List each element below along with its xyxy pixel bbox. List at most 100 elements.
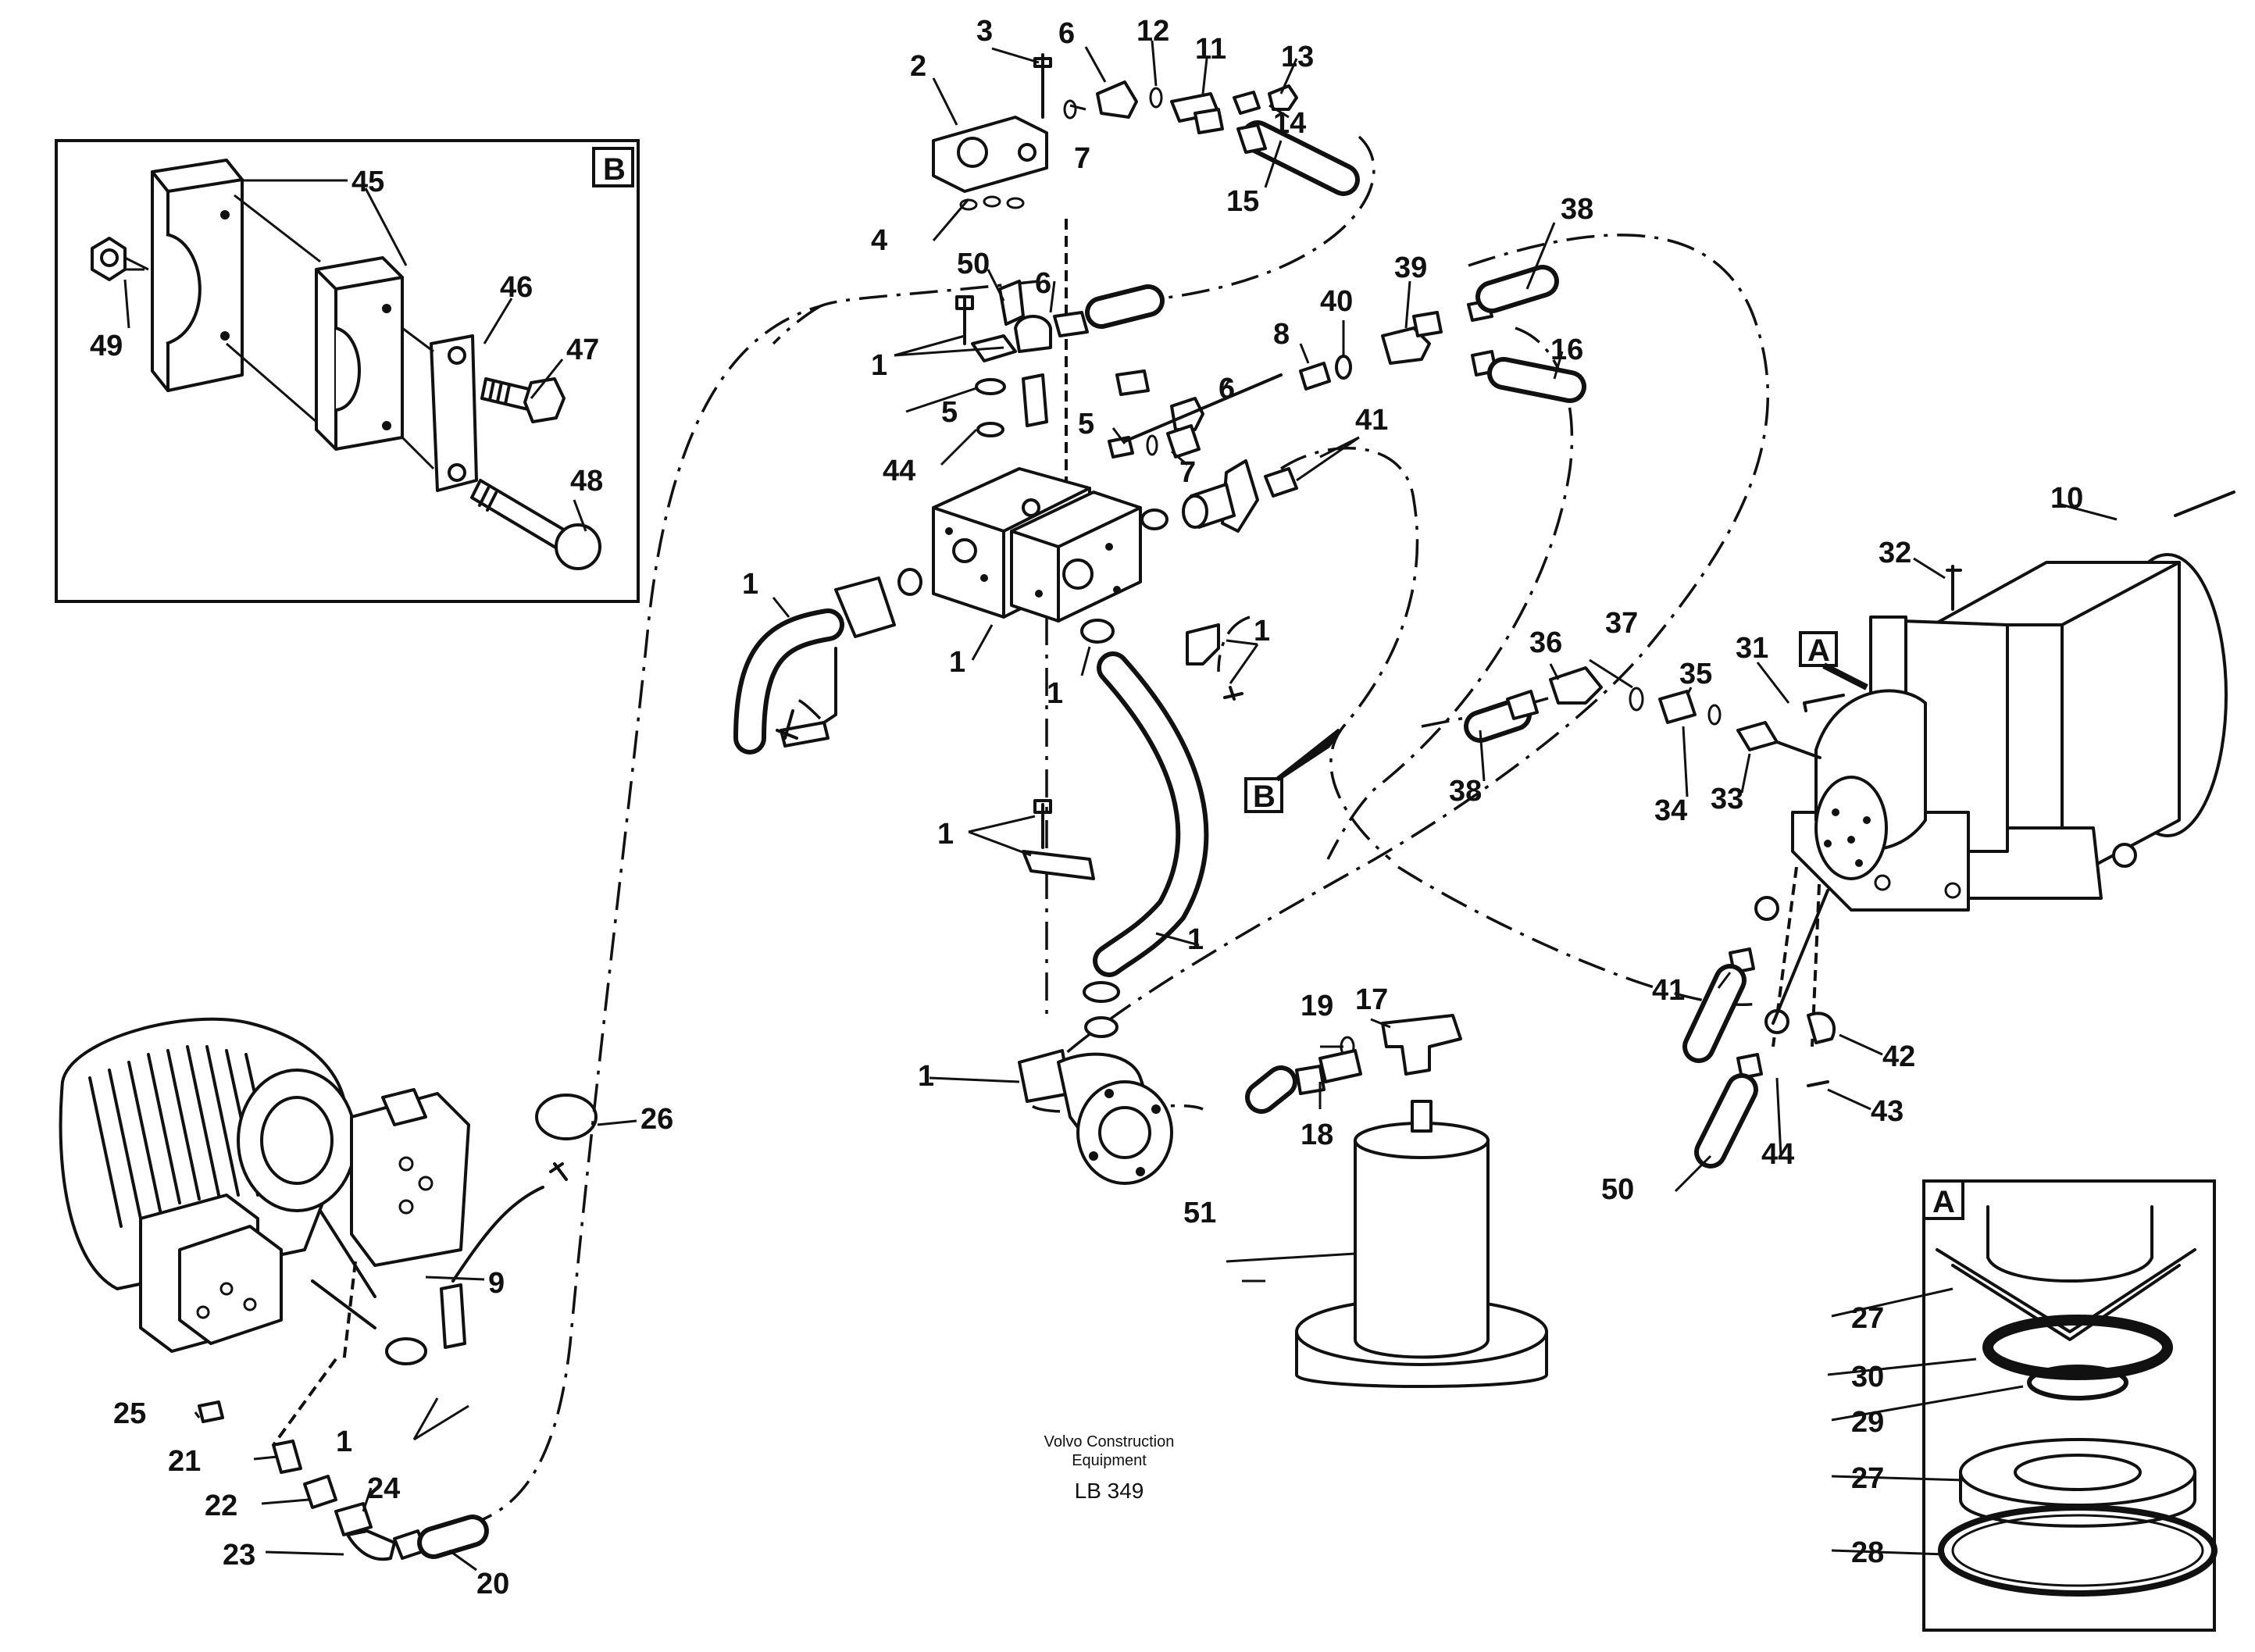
callout-40: 40 <box>1320 285 1353 318</box>
callout-24: 24 <box>367 1472 400 1505</box>
callout-5-a: 5 <box>941 396 958 429</box>
hose-outlet-down <box>1080 619 1209 1038</box>
pump-fittings <box>198 1400 489 1561</box>
callout-28: 28 <box>1851 1536 1884 1569</box>
callout-32: 32 <box>1879 537 1911 569</box>
callout-1-d: 1 <box>1254 615 1270 648</box>
callout-43: 43 <box>1871 1095 1904 1128</box>
pump-assembly <box>59 1017 598 1365</box>
callout-51: 51 <box>1183 1197 1216 1229</box>
view-marker-a: A <box>1799 631 1868 690</box>
callout-3: 3 <box>976 15 993 48</box>
callout-1-f: 1 <box>937 818 954 851</box>
lower-right-hoses <box>1682 889 1836 1169</box>
callout-12: 12 <box>1136 15 1169 48</box>
callout-36: 36 <box>1529 626 1562 659</box>
bolt-47 <box>480 377 566 423</box>
callout-35: 35 <box>1679 658 1712 690</box>
callout-21: 21 <box>168 1445 201 1478</box>
svg-text:A: A <box>1807 633 1830 668</box>
callout-20: 20 <box>476 1568 509 1600</box>
callout-5-b: 5 <box>1078 408 1094 441</box>
clamp-half-lower <box>315 256 404 451</box>
manifold-plate <box>932 53 1077 211</box>
callout-16: 16 <box>1550 334 1583 366</box>
motor-unit <box>1791 491 2235 912</box>
callout-42: 42 <box>1882 1040 1915 1073</box>
callout-9: 9 <box>488 1267 505 1300</box>
callout-38-a: 38 <box>1561 193 1593 226</box>
callout-41-a: 41 <box>1355 404 1388 437</box>
callout-4: 4 <box>871 224 887 257</box>
callout-6-c: 6 <box>1218 373 1235 405</box>
callout-46: 46 <box>500 271 533 304</box>
callout-50-a: 50 <box>957 248 990 280</box>
callout-7-b: 7 <box>1179 456 1196 489</box>
callout-6-a: 6 <box>1058 17 1075 50</box>
motor-inlet-fittings <box>1464 666 1845 759</box>
callout-33: 33 <box>1711 783 1743 815</box>
callout-39: 39 <box>1394 252 1427 284</box>
callout-45-a: 45 <box>351 166 384 198</box>
callout-7-a: 7 <box>1074 142 1090 175</box>
clamp-half-upper <box>151 159 244 392</box>
callout-2: 2 <box>910 50 926 83</box>
callout-29: 29 <box>1851 1406 1884 1439</box>
callout-8: 8 <box>1273 318 1290 351</box>
callout-1-c: 1 <box>1047 677 1063 710</box>
callout-1-g: 1 <box>1187 923 1204 956</box>
publisher-caption: Volvo Construction Equipment LB 349 <box>1044 1433 1175 1503</box>
detail-frame-a: A <box>1922 1179 2218 1632</box>
callout-37: 37 <box>1605 607 1638 640</box>
view-marker-b: B <box>1244 728 1342 814</box>
callout-11: 11 <box>1195 33 1226 66</box>
callout-15: 15 <box>1226 185 1259 218</box>
callout-30: 30 <box>1851 1361 1884 1393</box>
callout-44-a: 44 <box>883 455 915 487</box>
hose-inlet-left <box>733 568 922 755</box>
elbow-flange <box>1018 1049 1173 1185</box>
callout-26: 26 <box>640 1103 673 1136</box>
callout-48: 48 <box>570 465 603 498</box>
callout-25: 25 <box>113 1397 146 1430</box>
right-upper-fittings <box>1123 265 1586 443</box>
callout-1-i: 1 <box>336 1425 352 1458</box>
callout-14: 14 <box>1273 107 1306 140</box>
callout-38-b: 38 <box>1449 775 1482 808</box>
callout-34: 34 <box>1654 794 1687 827</box>
callout-leaders <box>123 40 2118 1572</box>
drawing-code: LB 349 <box>1075 1479 1144 1503</box>
callout-27-b: 27 <box>1851 1462 1884 1495</box>
callout-18: 18 <box>1301 1119 1333 1151</box>
callout-13: 13 <box>1281 41 1314 73</box>
callout-1-e: 1 <box>871 349 887 382</box>
valve-block <box>932 467 1142 623</box>
callout-31: 31 <box>1736 632 1768 665</box>
callout-50-b: 50 <box>1601 1173 1634 1206</box>
caption-line1: Volvo Construction <box>1044 1433 1175 1450</box>
hose-clamps <box>776 623 1243 880</box>
callout-49: 49 <box>90 330 123 362</box>
callout-27-a: 27 <box>1851 1302 1884 1335</box>
frame-b-letter: B <box>603 152 626 187</box>
callout-numbers: 51 1 1 1 1 1 1 1 1 1 1 2 3 4 5 5 6 6 6 7… <box>90 15 2083 1600</box>
frame-a-letter: A <box>1932 1185 1955 1219</box>
top-fittings <box>1096 80 1360 196</box>
clamp-strap <box>430 334 478 492</box>
callout-23: 23 <box>223 1539 255 1572</box>
caption-line2: Equipment <box>1072 1452 1147 1469</box>
nut-49 <box>91 237 127 281</box>
callout-44-b: 44 <box>1761 1138 1794 1171</box>
callout-1-h: 1 <box>918 1060 934 1093</box>
detail-frame-b: B <box>55 139 640 603</box>
callout-41-b: 41 <box>1652 974 1685 1007</box>
callout-17: 17 <box>1355 983 1388 1016</box>
callout-10: 10 <box>2050 482 2083 515</box>
bolt-48 <box>470 479 601 570</box>
callout-6-b: 6 <box>1035 267 1051 300</box>
callout-19: 19 <box>1301 990 1333 1022</box>
callout-1-b: 1 <box>949 646 965 679</box>
svg-text:B: B <box>1253 780 1276 814</box>
